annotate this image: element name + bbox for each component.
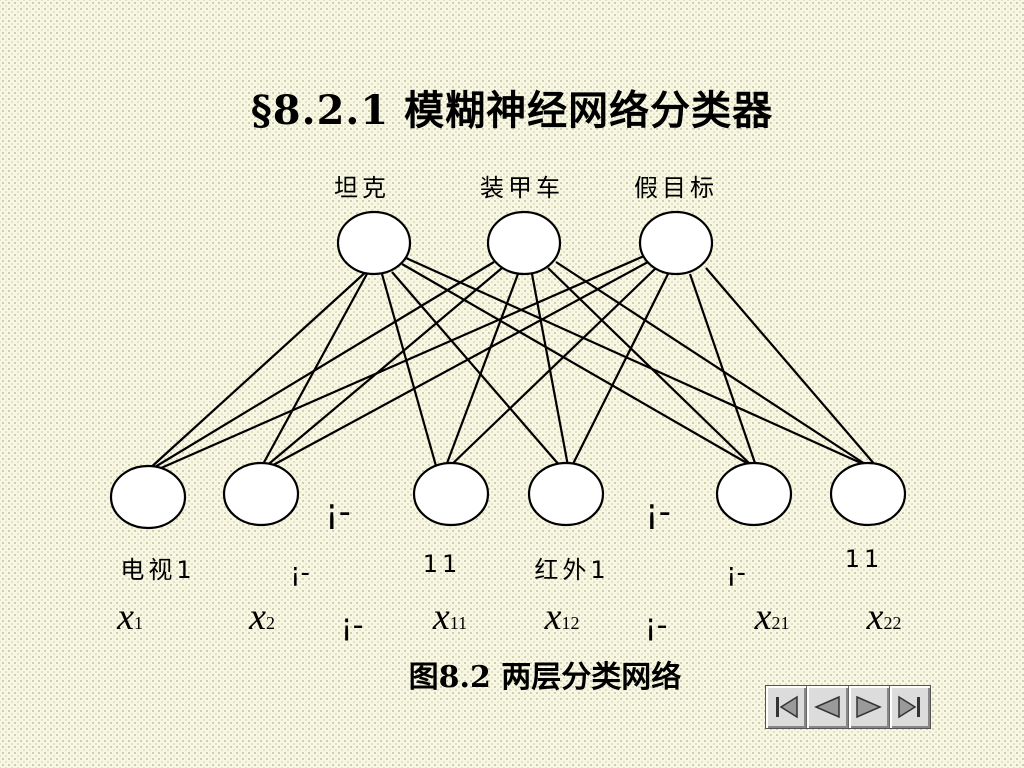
edge — [444, 273, 520, 467]
edge — [151, 254, 645, 474]
edge — [555, 261, 869, 467]
edge — [447, 267, 657, 469]
input-node-x21 — [715, 461, 793, 527]
edge — [149, 261, 495, 471]
edge — [263, 261, 649, 471]
output-node-decoy — [638, 210, 714, 276]
ellipsis-separator: ¡- — [325, 492, 351, 532]
edge — [263, 267, 503, 469]
output-layer — [336, 210, 714, 276]
ellipsis-separator: ¡- — [644, 608, 668, 643]
ellipsis-separator: ¡- — [290, 558, 310, 588]
next-slide-button[interactable] — [848, 686, 890, 728]
edge — [405, 256, 873, 470]
input-label-ir: 红外1 — [534, 556, 610, 584]
connection-lines — [147, 254, 877, 474]
output-label-apc: 装甲车 — [480, 174, 564, 202]
output-node-apc — [486, 210, 562, 276]
input-layer — [109, 461, 907, 530]
edge — [401, 263, 753, 467]
input-node-x12 — [527, 461, 605, 527]
edge — [391, 271, 561, 467]
last-icon — [898, 695, 920, 719]
edge — [705, 267, 877, 467]
slide-title: §8.2.1 模糊神经网络分类器 — [250, 87, 774, 134]
input-var-x21: x21 — [754, 596, 790, 638]
input-label-tv: 电视1 — [120, 556, 196, 584]
network-diagram — [109, 210, 907, 530]
slide-navigation — [765, 685, 931, 729]
input-node-x1 — [109, 464, 187, 530]
next-icon — [855, 695, 882, 719]
edge — [571, 273, 669, 467]
input-node-x2 — [222, 461, 300, 527]
first-icon — [776, 695, 798, 719]
first-slide-button[interactable] — [766, 686, 808, 728]
edge — [147, 269, 369, 471]
output-node-tank — [336, 210, 412, 276]
ellipsis-separator: ¡- — [340, 608, 364, 643]
input-var-x12: x12 — [544, 596, 580, 638]
input-var-x2: x2 — [249, 596, 275, 638]
previous-slide-button[interactable] — [807, 686, 849, 728]
last-slide-button[interactable] — [889, 686, 930, 728]
edge — [688, 273, 758, 467]
ellipsis-separator: ¡- — [645, 492, 671, 532]
previous-icon — [814, 695, 841, 719]
input-label-tv-end: 11 — [422, 550, 462, 578]
output-label-decoy: 假目标 — [634, 174, 718, 202]
output-label-tank: 坦克 — [334, 174, 390, 202]
input-label-ir-end: 11 — [844, 545, 884, 573]
input-node-x11 — [412, 461, 490, 527]
figure-caption: 图8.2 两层分类网络 — [408, 660, 682, 695]
edge — [547, 267, 753, 467]
input-var-x22: x22 — [866, 596, 902, 638]
input-var-x1: x1 — [117, 596, 143, 638]
edge — [380, 273, 438, 467]
input-node-x22 — [829, 461, 907, 527]
input-var-x11: x11 — [432, 596, 468, 638]
ellipsis-separator: ¡- — [726, 558, 746, 588]
